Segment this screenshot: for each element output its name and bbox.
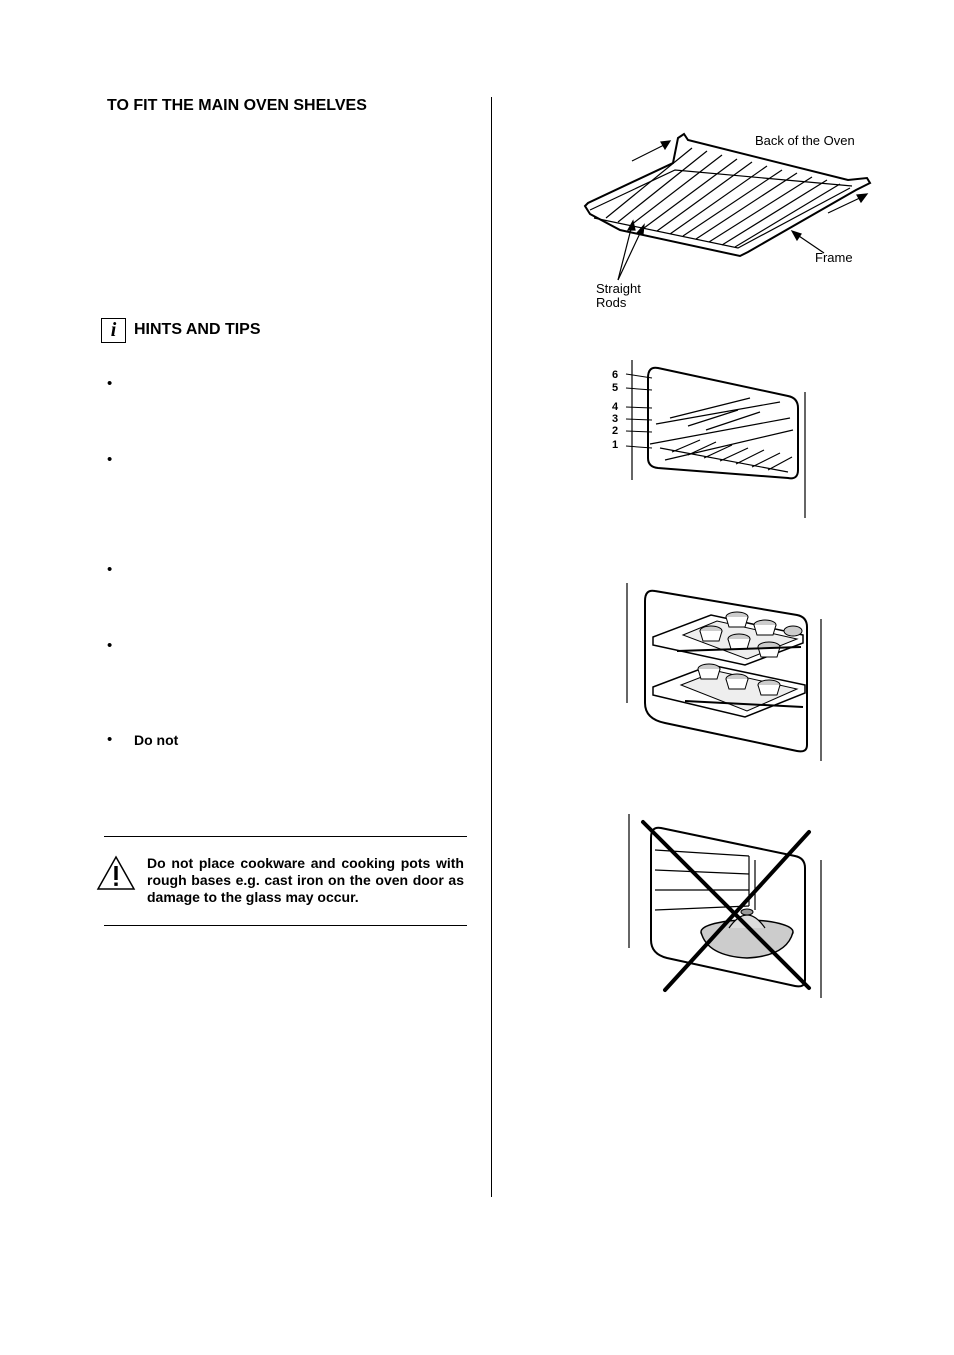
level-4: 4 — [612, 401, 619, 413]
warning-top-rule — [104, 836, 467, 837]
bullet-4: • — [107, 637, 113, 654]
shelf-diagram — [583, 132, 872, 281]
bullet-1: • — [107, 375, 113, 392]
bullet-3: • — [107, 561, 113, 578]
level-2: 2 — [612, 425, 619, 437]
crossed-out-pot-diagram — [628, 814, 822, 998]
label-rods: Rods — [596, 295, 627, 310]
level-1: 1 — [612, 439, 619, 451]
label-back-of-oven: Back of the Oven — [755, 133, 855, 148]
info-icon: i — [101, 318, 126, 343]
bullet-5: • — [107, 731, 113, 748]
warning-bottom-rule — [104, 925, 467, 926]
cupcake-trays-diagram — [626, 583, 822, 761]
level-3: 3 — [612, 413, 619, 425]
column-divider — [491, 97, 492, 1197]
level-5: 5 — [612, 382, 619, 394]
bullet-2: • — [107, 451, 113, 468]
warning-triangle-icon — [96, 855, 136, 890]
level-6: 6 — [612, 369, 619, 381]
label-straight: Straight — [596, 281, 641, 296]
warning-text: Do not place cookware and cooking pots w… — [147, 855, 464, 905]
page-title: TO FIT THE MAIN OVEN SHELVES — [107, 97, 367, 114]
label-frame: Frame — [815, 250, 853, 265]
bullet-5-text: Do not — [134, 732, 179, 748]
shelf-levels-diagram — [625, 360, 806, 518]
hints-title: HINTS AND TIPS — [134, 321, 261, 338]
